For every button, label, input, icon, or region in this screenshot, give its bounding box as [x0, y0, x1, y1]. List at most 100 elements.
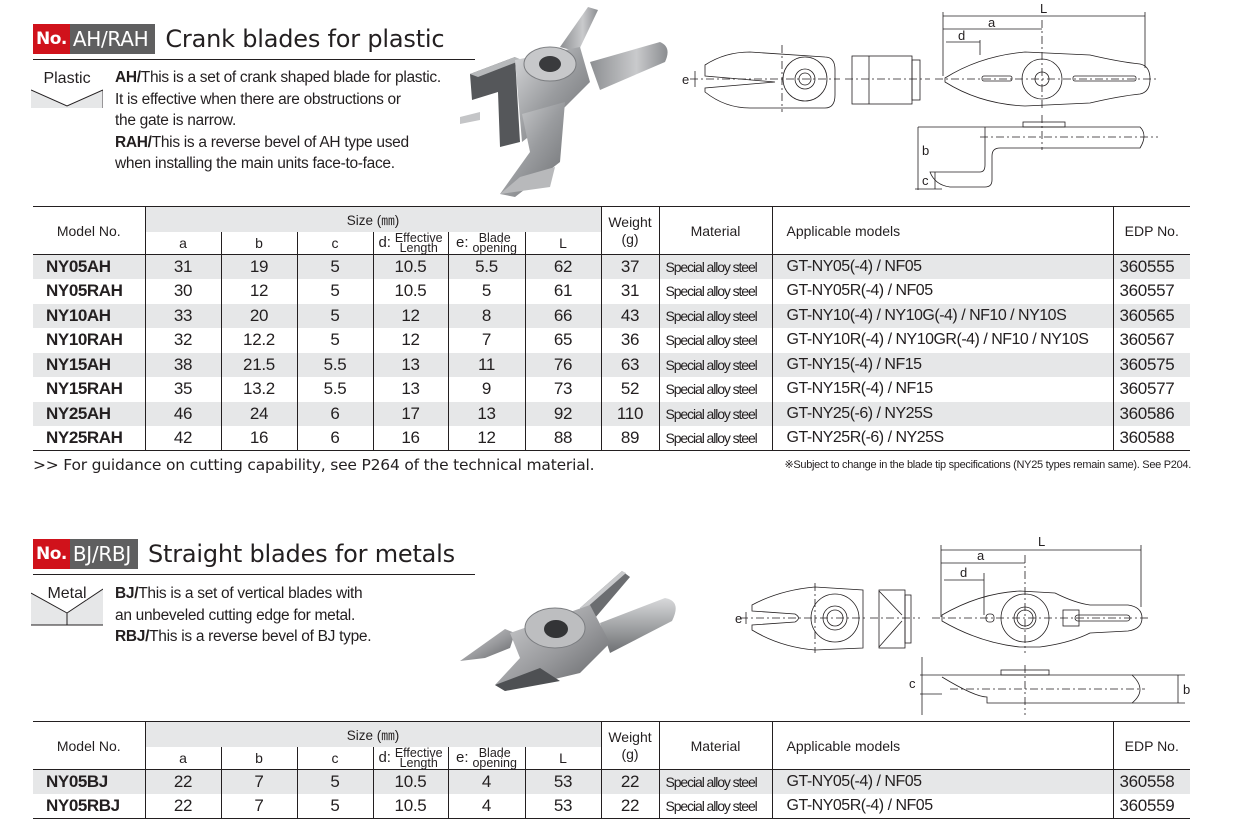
material-icon-metal: Metal — [31, 583, 103, 633]
column-header-c: c — [296, 746, 374, 770]
cell-L: 53 — [524, 769, 602, 794]
svg-text:e: e — [682, 72, 689, 87]
cell-c: 5 — [296, 303, 374, 328]
cell-model: NY10RAH — [33, 328, 146, 353]
cell-d: 13 — [372, 377, 449, 402]
cell-model: NY15RAH — [33, 377, 146, 402]
cell-b: 24 — [220, 401, 298, 426]
cell-edp: 360558 — [1112, 769, 1190, 794]
cell-a: 38 — [144, 352, 222, 377]
bj-rbj-spec-table: Model No. Size (㎜) Weight(g) Material Ap… — [33, 721, 1190, 819]
cell-a: 35 — [144, 377, 222, 402]
cell-applicable-models: GT-NY05R(-4) / NF05 — [771, 279, 1114, 304]
cell-d: 12 — [372, 328, 449, 353]
cell-c: 5 — [296, 769, 374, 794]
column-header-applicable-models: Applicable models — [771, 206, 1114, 255]
cell-material: Special alloy steel — [658, 794, 773, 819]
cell-edp: 360567 — [1112, 328, 1190, 353]
cell-e: 11 — [447, 352, 526, 377]
column-header-weight: Weight(g) — [600, 206, 660, 255]
crank-blade-photo — [460, 7, 668, 197]
cell-edp: 360586 — [1112, 401, 1190, 426]
cell-weight: 63 — [600, 352, 660, 377]
column-header-L: L — [524, 746, 602, 770]
column-header-edp: EDP No. — [1112, 721, 1190, 770]
cell-applicable-models: GT-NY15R(-4) / NF15 — [771, 377, 1114, 402]
table-row: NY10AH 33 20 5 12 8 66 43 Special alloy … — [33, 303, 1190, 328]
cell-e: 4 — [447, 769, 526, 794]
cell-c: 5.5 — [296, 377, 374, 402]
column-header-L: L — [524, 231, 602, 255]
cell-applicable-models: GT-NY15(-4) / NF15 — [771, 352, 1114, 377]
cell-c: 6 — [296, 401, 374, 426]
cell-e: 5.5 — [447, 254, 526, 279]
cell-weight: 43 — [600, 303, 660, 328]
svg-text:c: c — [922, 173, 929, 188]
straight-blade-photo — [460, 571, 676, 691]
ah-rah-spec-table: Model No. Size (㎜) Weight(g) Material Ap… — [33, 206, 1190, 451]
svg-text:b: b — [1183, 682, 1190, 697]
section-description: BJ/This is a set of vertical blades with… — [115, 583, 372, 648]
product-number-badge: No. BJ/RBJ — [33, 539, 138, 569]
description-line: when installing the main units face-to-f… — [115, 155, 395, 172]
cell-weight: 52 — [600, 377, 660, 402]
column-header-size: Size (㎜) — [144, 721, 602, 747]
cell-b: 7 — [220, 769, 298, 794]
bevel-metal-icon: Metal — [31, 584, 103, 626]
column-header-model: Model No. — [33, 206, 146, 255]
cell-applicable-models: GT-NY10R(-4) / NY10GR(-4) / NF10 / NY10S — [771, 328, 1114, 353]
description-line: It is effective when there are obstructi… — [115, 90, 401, 108]
cell-edp: 360577 — [1112, 377, 1190, 402]
cell-L: 76 — [524, 352, 602, 377]
table-row: NY15AH 38 21.5 5.5 13 11 76 63 Special a… — [33, 352, 1190, 377]
cell-model: NY10AH — [33, 303, 146, 328]
cutting-capability-note: >> For guidance on cutting capability, s… — [33, 456, 595, 474]
cell-edp: 360557 — [1112, 279, 1190, 304]
badge-product-code: BJ/RBJ — [69, 539, 138, 569]
column-header-weight: Weight(g) — [600, 721, 660, 770]
cell-b: 20 — [220, 303, 298, 328]
description-line: RAH/This is a reverse bevel of AH type u… — [115, 133, 409, 151]
cell-b: 13.2 — [220, 377, 298, 402]
cell-material: Special alloy steel — [658, 352, 773, 377]
cell-model: NY05RAH — [33, 279, 146, 304]
svg-text:c: c — [909, 676, 916, 691]
cell-weight: 37 — [600, 254, 660, 279]
cell-e: 4 — [447, 794, 526, 819]
cell-d: 17 — [372, 401, 449, 426]
cell-b: 12 — [220, 279, 298, 304]
cell-weight: 22 — [600, 794, 660, 819]
cell-b: 7 — [220, 794, 298, 819]
bj-dimension-drawing: e L a d c b — [735, 534, 1190, 715]
cell-applicable-models: GT-NY05(-4) / NF05 — [771, 254, 1114, 279]
blade-tip-change-note: ※Subject to change in the blade tip spec… — [784, 459, 1191, 471]
cell-model: NY25AH — [33, 401, 146, 426]
cell-model: NY05BJ — [33, 769, 146, 794]
cell-L: 66 — [524, 303, 602, 328]
cell-c: 5 — [296, 328, 374, 353]
cell-a: 46 — [144, 401, 222, 426]
cell-a: 33 — [144, 303, 222, 328]
cell-weight: 22 — [600, 769, 660, 794]
svg-text:L: L — [1038, 534, 1045, 549]
cell-d: 12 — [372, 303, 449, 328]
cell-e: 8 — [447, 303, 526, 328]
cell-edp: 360588 — [1112, 426, 1190, 451]
cell-material: Special alloy steel — [658, 769, 773, 794]
svg-text:e: e — [735, 611, 742, 626]
cell-model: NY25RAH — [33, 426, 146, 451]
table-row: NY25RAH 42 16 6 16 12 88 89 Special allo… — [33, 426, 1190, 451]
cell-e: 12 — [447, 426, 526, 451]
cell-d: 10.5 — [372, 769, 449, 794]
cell-a: 42 — [144, 426, 222, 451]
badge-no-label: No. — [33, 24, 70, 54]
table-row: NY25AH 46 24 6 17 13 92 110 Special allo… — [33, 401, 1190, 426]
title-divider — [33, 574, 475, 575]
section-title: Straight blades for metals — [147, 540, 455, 568]
column-header-size: Size (㎜) — [144, 206, 602, 232]
cell-L: 61 — [524, 279, 602, 304]
cell-L: 88 — [524, 426, 602, 451]
column-header-edp: EDP No. — [1112, 206, 1190, 255]
